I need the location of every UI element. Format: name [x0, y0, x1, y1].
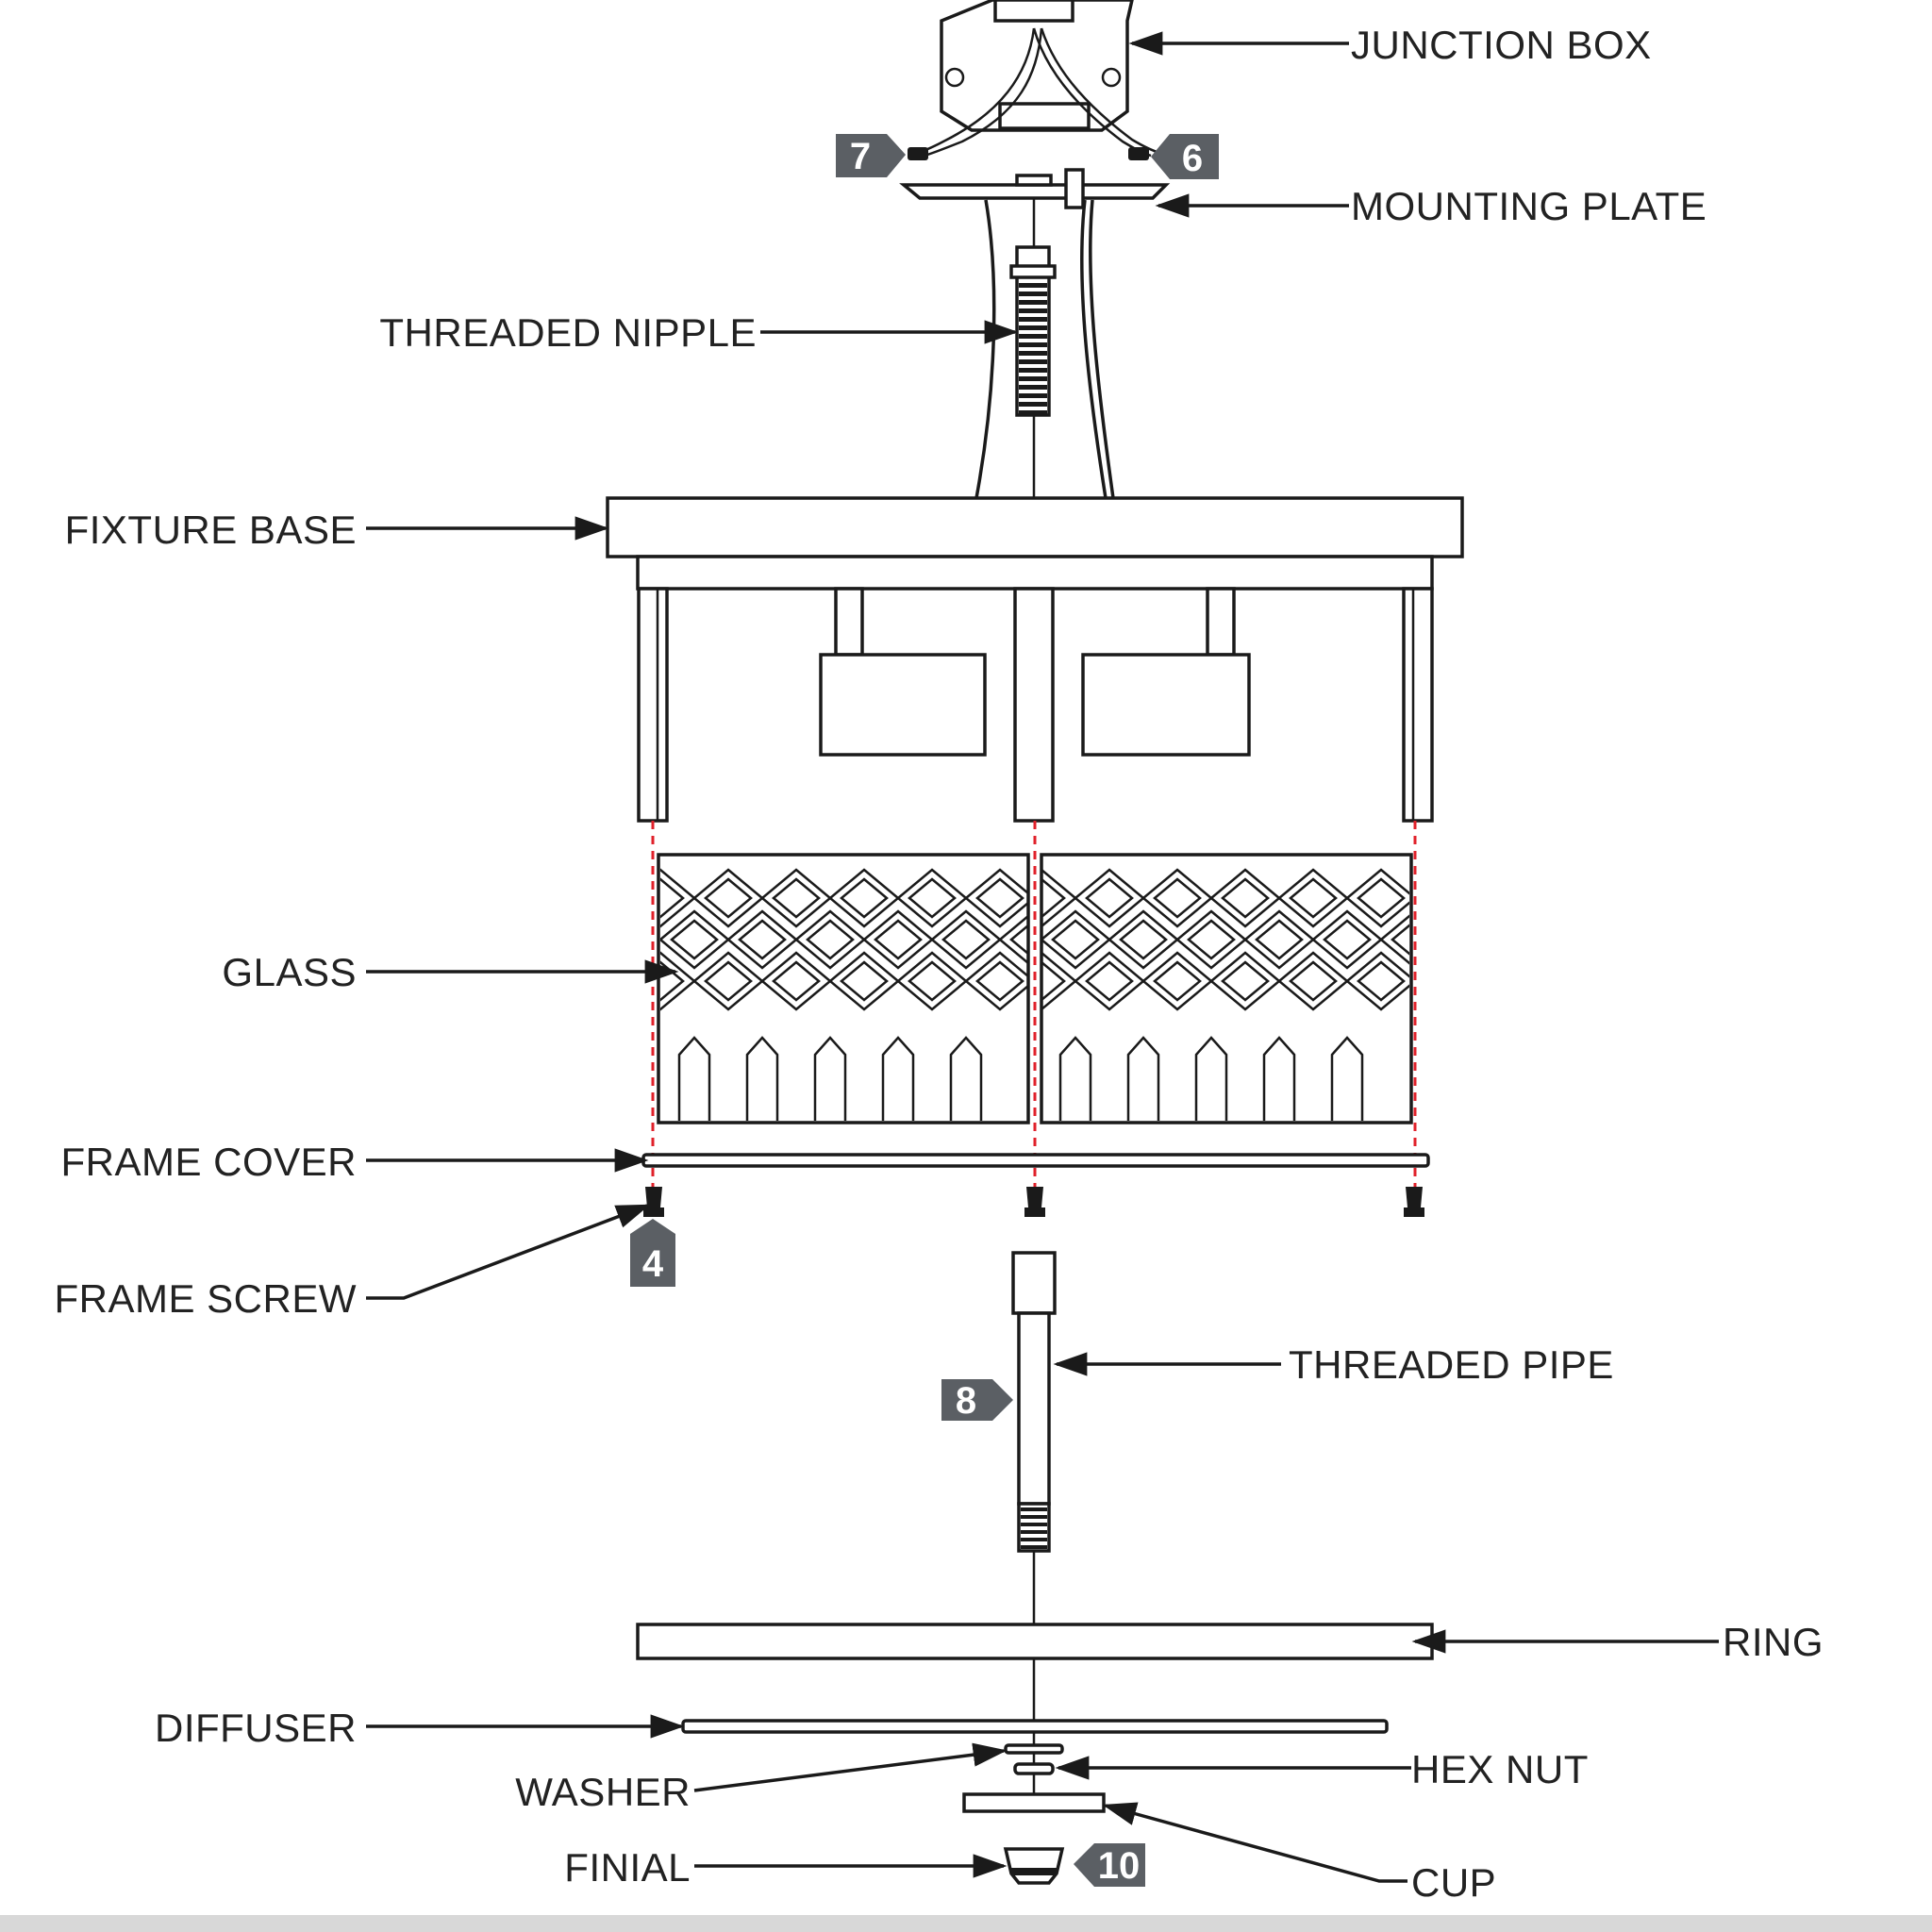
tag-4: 4 — [630, 1219, 675, 1287]
svg-text:10: 10 — [1098, 1845, 1141, 1887]
diffuser — [681, 1719, 1389, 1734]
label-threaded-nipple: THREADED NIPPLE — [379, 310, 757, 355]
label-glass: GLASS — [222, 950, 357, 994]
label-mounting-plate: MOUNTING PLATE — [1351, 184, 1707, 228]
label-diffuser: DIFFUSER — [155, 1706, 357, 1750]
leader-lines — [366, 31, 1719, 1883]
label-finial: FINIAL — [564, 1845, 691, 1890]
cup — [962, 1792, 1106, 1813]
wire-nuts — [908, 147, 1149, 160]
mounting-plate — [899, 168, 1171, 209]
frame-screws — [643, 1187, 1424, 1217]
tag-10: 10 — [1074, 1843, 1145, 1887]
svg-text:6: 6 — [1182, 138, 1203, 179]
threaded-pipe — [1011, 1251, 1057, 1809]
alignment-guides — [651, 821, 1417, 1191]
finial — [1003, 1847, 1065, 1885]
label-hex-nut: HEX NUT — [1411, 1747, 1589, 1791]
threaded-nipple — [1009, 198, 1057, 498]
label-frame-cover: FRAME COVER — [60, 1140, 357, 1184]
hex-nut — [1013, 1762, 1055, 1775]
washer — [1004, 1743, 1064, 1755]
svg-text:4: 4 — [642, 1243, 664, 1285]
label-junction-box: JUNCTION BOX — [1351, 23, 1652, 67]
label-washer: WASHER — [515, 1770, 691, 1814]
svg-text:8: 8 — [956, 1380, 976, 1422]
tag-8: 8 — [941, 1379, 1013, 1422]
junction-box — [909, 0, 1163, 158]
tag-6: 6 — [1151, 134, 1219, 179]
label-cup: CUP — [1411, 1860, 1496, 1905]
svg-text:7: 7 — [850, 136, 871, 177]
ring — [636, 1623, 1434, 1660]
glass-panels — [657, 853, 1413, 1124]
label-ring: RING — [1723, 1620, 1824, 1664]
fixture-frame-posts — [637, 587, 1434, 823]
tag-7: 7 — [836, 134, 906, 177]
bottom-edge-strip — [0, 1915, 1932, 1932]
fixture-base — [606, 496, 1464, 591]
frame-cover — [641, 1153, 1430, 1168]
label-frame-screw: FRAME SCREW — [55, 1276, 358, 1321]
label-threaded-pipe: THREADED PIPE — [1289, 1342, 1614, 1387]
label-fixture-base: FIXTURE BASE — [65, 508, 357, 552]
